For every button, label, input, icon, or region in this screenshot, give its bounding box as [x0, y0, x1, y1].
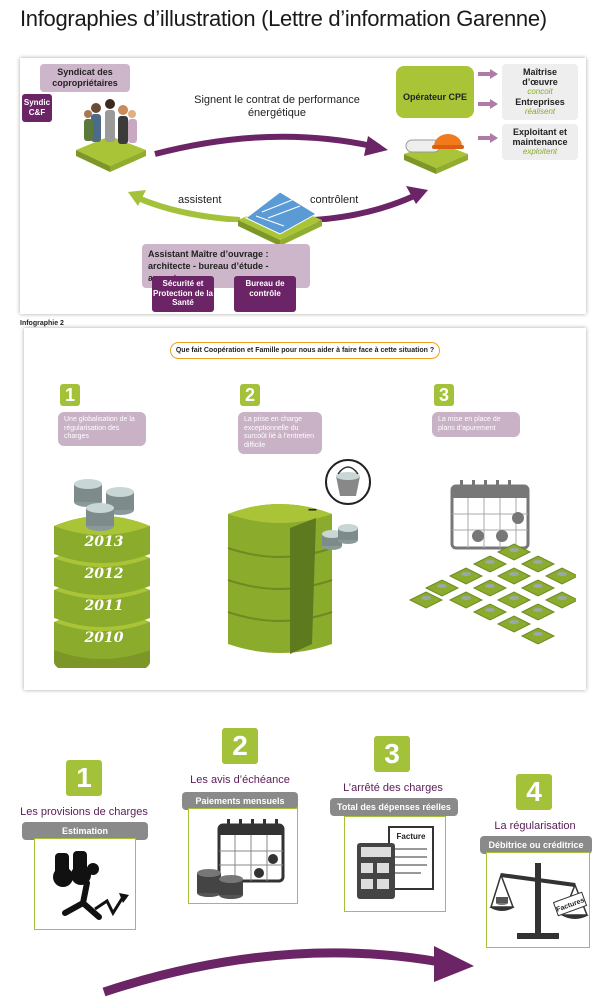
role-verb: conçoit — [527, 87, 553, 96]
question-pill: Que fait Coopération et Famille pour nou… — [170, 342, 440, 359]
step-1-number: 1 — [60, 384, 80, 406]
step-1-title: Les provisions de charges — [20, 806, 148, 818]
assistant-label: Assistant Maître d’ouvrage : architecte … — [142, 244, 310, 288]
syndicat-label: Syndicat des copropriétaires — [40, 64, 130, 92]
step-3-big-number: 3 — [374, 736, 410, 772]
step-2-card — [188, 808, 298, 904]
calculator-invoice-icon: Facture — [357, 826, 434, 899]
securite-badge: Sécurité et Protection de la Santé — [152, 276, 214, 312]
infographic-2-panel: Que fait Coopération et Famille pour nou… — [24, 328, 586, 690]
year-label: 2013 — [84, 534, 124, 550]
binoculars-runner-icon — [53, 851, 129, 920]
repayment-plan-illustration — [408, 480, 576, 645]
coowners-illustration — [76, 99, 146, 172]
assistent-label: assistent — [178, 194, 222, 206]
controlent-arrow — [313, 186, 428, 222]
cost-split-illustration: – — [227, 459, 371, 654]
step-2-title: Les avis d’échéance — [190, 774, 290, 786]
year-label: 2012 — [84, 566, 124, 582]
blueprint-illustration — [238, 191, 322, 246]
controlent-label: contrôlent — [310, 194, 359, 206]
role-entreprises: Entreprises réalisent — [502, 94, 578, 120]
step-1-text: Une globalisation de la régularisation d… — [58, 412, 146, 446]
step-4-big-number: 4 — [516, 774, 552, 810]
step-3-number: 3 — [434, 384, 454, 406]
step-4-title: La régularisation — [494, 820, 576, 832]
step-2-text: La prise en charge exceptionnelle du sur… — [238, 412, 322, 454]
facture-label: Facture — [397, 832, 426, 841]
assistent-arrow — [128, 190, 241, 222]
syndic-badge: Syndic C&F — [22, 94, 52, 122]
contract-arrow — [154, 133, 388, 157]
role-verb: réalisent — [524, 107, 556, 116]
year-label: 2011 — [84, 598, 124, 614]
calendar-coins-icon — [197, 819, 285, 899]
step-2-number: 2 — [240, 384, 260, 406]
step-2-big-number: 2 — [222, 728, 258, 764]
role-title: Exploitant et maintenance — [512, 127, 568, 147]
contract-text: Signent le contrat de performance énergé… — [194, 94, 360, 119]
role-title: Maîtrise d’œuvre — [522, 67, 558, 87]
year-label: 2010 — [84, 630, 124, 646]
step-1-tag: Estimation — [22, 822, 148, 840]
years-stack-illustration: 2013 2012 2011 2010 — [54, 479, 150, 668]
step-3-title: L’arrêté des charges — [343, 782, 443, 794]
role-verb: exploitent — [522, 147, 558, 156]
step-4-card: Factures — [486, 852, 590, 948]
bureau-badge: Bureau de contrôle — [234, 276, 296, 312]
step-4-tag: Débitrice ou créditrice — [480, 836, 592, 854]
scale-icon: Factures — [489, 863, 589, 939]
role-arrows — [478, 69, 498, 143]
step-1-big-number: 1 — [66, 760, 102, 796]
step-2-tag: Paiements mensuels — [182, 792, 298, 810]
step-3-tag: Total des dépenses réelles — [330, 798, 458, 816]
step-1-card — [34, 838, 136, 930]
step-3-text: La mise en place de plans d’apurement — [432, 412, 520, 437]
operator-box: Opérateur CPE — [396, 66, 474, 118]
step-3-card: Facture — [344, 816, 446, 912]
page-title: Infographies d’illustration (Lettre d’in… — [20, 6, 547, 31]
minus-sign: – — [308, 501, 317, 518]
role-exploitant: Exploitant et maintenance exploitent — [502, 124, 578, 160]
progress-arrow — [102, 946, 474, 997]
infographic-2-label: Infographie 2 — [20, 320, 64, 327]
infographic-1-panel: Syndicat des copropriétaires Syndic C&F … — [20, 58, 586, 314]
operator-illustration — [404, 134, 468, 174]
role-title: Entreprises — [515, 97, 565, 107]
